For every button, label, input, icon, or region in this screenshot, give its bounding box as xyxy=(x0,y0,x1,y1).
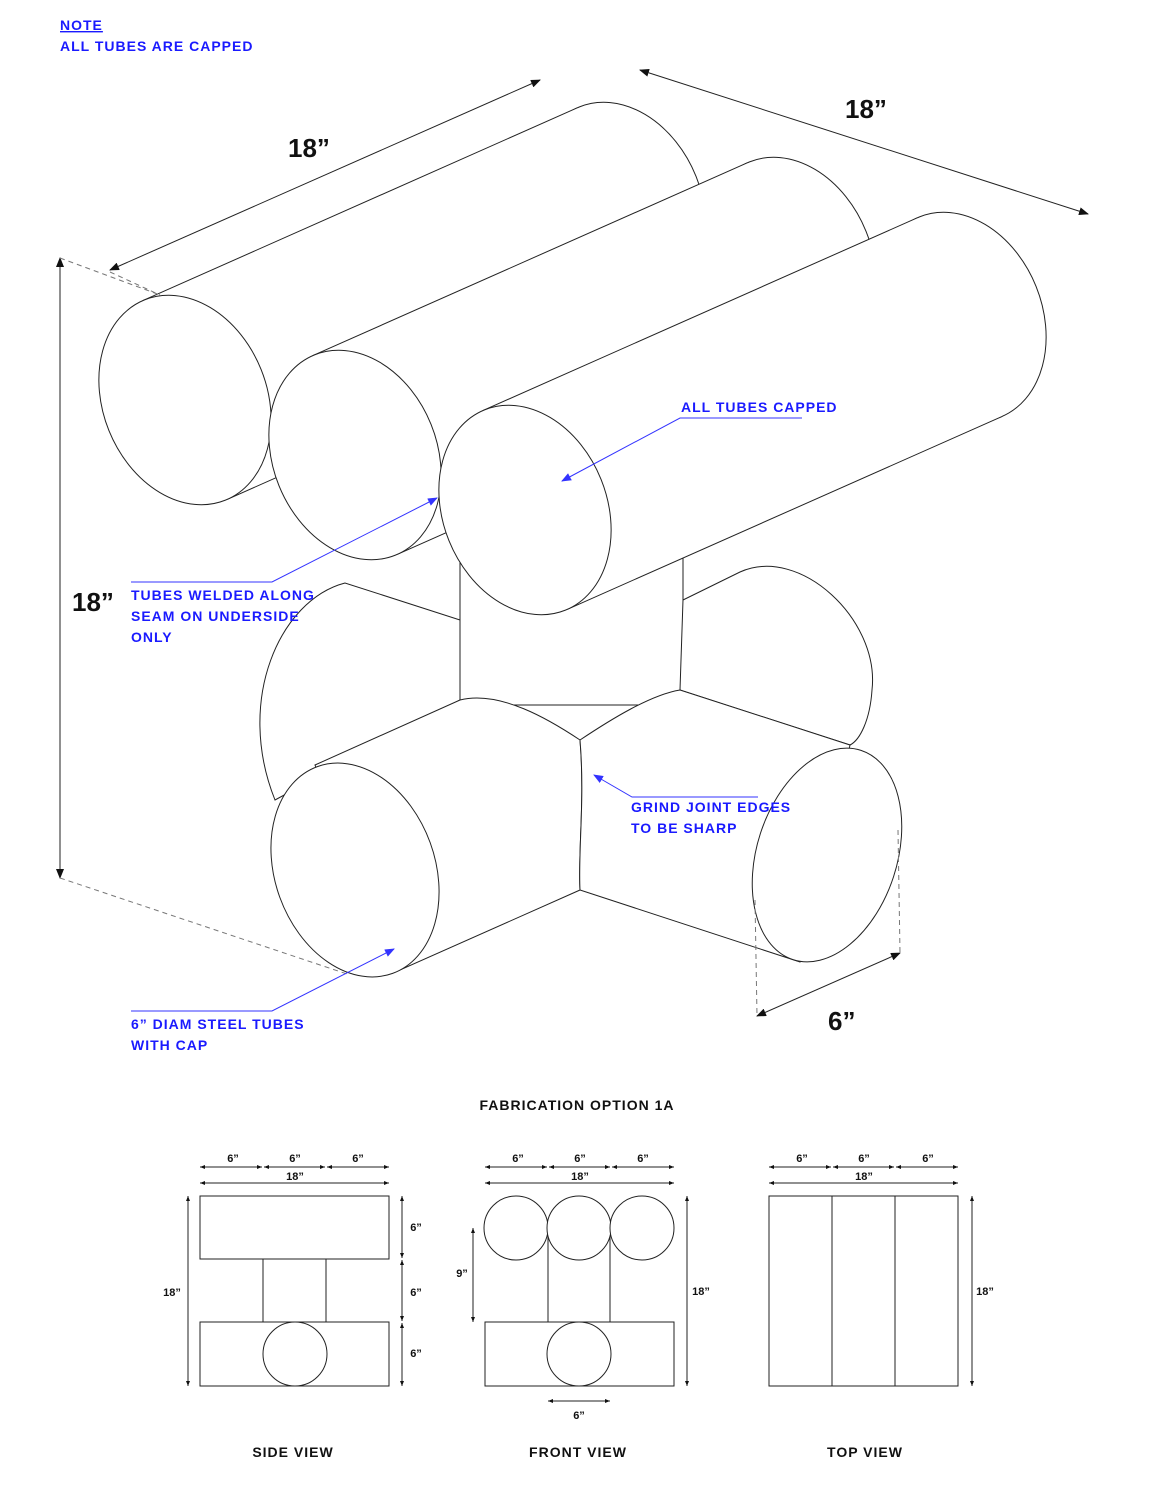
dim-label: 18” xyxy=(286,1171,304,1183)
dim-label: 6” xyxy=(512,1153,524,1165)
height-dimension: 18” xyxy=(72,587,114,617)
dim-label: 6” xyxy=(858,1153,870,1165)
callout-text: ONLY xyxy=(131,629,173,645)
callout-text: TUBES WELDED ALONG xyxy=(131,587,315,603)
back-right-tube xyxy=(679,565,873,746)
dim-label: 6” xyxy=(796,1153,808,1165)
callout-welded: TUBES WELDED ALONG SEAM ON UNDERSIDE ONL… xyxy=(131,497,438,645)
callout-text: TO BE SHARP xyxy=(631,820,737,836)
callout-text: ALL TUBES CAPPED xyxy=(681,399,838,415)
dim-label: 18” xyxy=(976,1286,994,1298)
note: NOTE ALL TUBES ARE CAPPED xyxy=(60,17,253,54)
top-tube-3 xyxy=(438,211,1047,616)
dim-label: 6” xyxy=(410,1348,422,1360)
upper-tube-assembly xyxy=(98,101,1047,616)
view-label: TOP VIEW xyxy=(827,1444,903,1460)
note-title: NOTE xyxy=(60,17,103,33)
callout-steel-tubes: 6” DIAM STEEL TUBES WITH CAP xyxy=(131,948,395,1053)
drawing-caption: FABRICATION OPTION 1A xyxy=(480,1097,675,1113)
tube-cap xyxy=(98,294,272,506)
callout-text: WITH CAP xyxy=(131,1037,208,1053)
length-dimension-right: 18” xyxy=(845,94,887,124)
tube-body xyxy=(312,162,833,555)
callout-text: GRIND JOINT EDGES xyxy=(631,799,791,815)
top-view: 6” 6” 6” 18” 18” TOP VIEW xyxy=(768,1153,994,1460)
dim-label: 6” xyxy=(637,1153,649,1165)
front-view: 6” 6” 6” 18” 9” 18” 6” FRONT VIEW xyxy=(456,1153,710,1460)
note-text: ALL TUBES ARE CAPPED xyxy=(60,38,253,54)
callout-grind: GRIND JOINT EDGES TO BE SHARP xyxy=(593,774,791,836)
length-dimension-line-right xyxy=(639,68,1089,216)
side-view: 6” 6” 6” 18” 18” 6” 6” 6” SIDE VIEW xyxy=(163,1153,422,1460)
tube-cap xyxy=(438,404,612,616)
tube-edges xyxy=(482,217,1003,610)
tube-cap xyxy=(268,349,442,561)
view-label: SIDE VIEW xyxy=(252,1444,333,1460)
back-left-tube xyxy=(259,582,461,801)
diameter-dimension-line xyxy=(756,952,901,1017)
dim-label: 6” xyxy=(410,1222,422,1234)
view-label: FRONT VIEW xyxy=(529,1444,627,1460)
dim-label: 6” xyxy=(574,1153,586,1165)
iso-dimensions: 18” 18” 18” 6” xyxy=(56,68,1089,1036)
callout-text: 6” DIAM STEEL TUBES xyxy=(131,1016,305,1032)
dim-label: 6” xyxy=(227,1153,239,1165)
dim-label: 18” xyxy=(163,1287,181,1299)
lower-tube-assembly xyxy=(259,529,903,978)
length-dimension-line-left xyxy=(109,79,541,271)
dim-label: 6” xyxy=(573,1410,585,1422)
front-left-tube-cap xyxy=(270,762,440,978)
dim-label: 9” xyxy=(456,1268,468,1280)
tube-body xyxy=(482,217,1003,610)
callout-text: SEAM ON UNDERSIDE xyxy=(131,608,300,624)
callout-tubes-capped: ALL TUBES CAPPED xyxy=(561,399,838,482)
dim-label: 6” xyxy=(352,1153,364,1165)
dim-label: 18” xyxy=(571,1171,589,1183)
dim-label: 6” xyxy=(410,1287,422,1299)
dim-label: 6” xyxy=(922,1153,934,1165)
length-dimension-left: 18” xyxy=(288,133,330,163)
dim-label: 18” xyxy=(855,1171,873,1183)
dim-label: 6” xyxy=(289,1153,301,1165)
dim-label: 18” xyxy=(692,1286,710,1298)
diameter-dimension: 6” xyxy=(828,1006,855,1036)
